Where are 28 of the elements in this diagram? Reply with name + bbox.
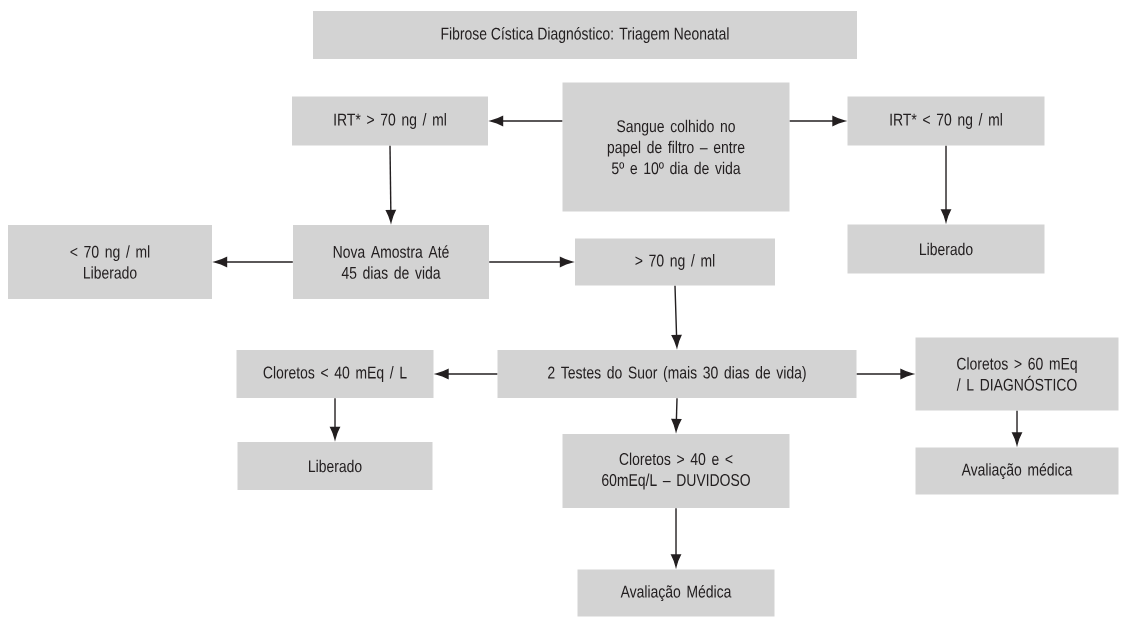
process-box: Sangue colhido no papel de filtro – entre 5º e 10º dia de vida: [562, 82, 790, 212]
process-box: Cloretos > 60 mEq / L DIAGNÓSTICO: [915, 337, 1119, 411]
title-box: Fibrose Cística Diagnóstico: Triagem Neonatal: [313, 11, 857, 59]
process-box: IRT* < 70 ng / ml: [847, 96, 1045, 146]
process-box: Cloretos < 40 mEq / L: [236, 350, 434, 398]
arrow: [941, 145, 951, 223]
arrow: [214, 257, 294, 267]
arrow: [385, 145, 396, 223]
process-box: Avaliação médica: [915, 447, 1119, 495]
arrow: [435, 369, 498, 379]
arrow: [789, 116, 846, 126]
process-box: 2 Testes do Suor (mais 30 dias de vida): [497, 350, 857, 398]
process-box: Cloretos > 40 e < 60mEq/L – DUVIDOSO: [562, 434, 790, 508]
arrow: [330, 397, 340, 440]
process-box: IRT* > 70 ng / ml: [292, 96, 488, 146]
process-box: Nova Amostra Até 45 dias de vida: [293, 225, 489, 299]
arrow: [1012, 410, 1022, 446]
process-box: > 70 ng / ml: [575, 238, 775, 286]
arrow: [671, 397, 682, 432]
arrow: [856, 369, 914, 379]
process-box: Liberado: [847, 224, 1045, 274]
process-box: Liberado: [237, 442, 433, 490]
process-box: Avaliação Médica: [577, 569, 775, 617]
arrow: [671, 507, 681, 568]
arrow: [488, 257, 573, 267]
process-box: < 70 ng / ml Liberado: [8, 225, 212, 299]
arrow: [490, 116, 563, 126]
arrow: [671, 285, 682, 348]
